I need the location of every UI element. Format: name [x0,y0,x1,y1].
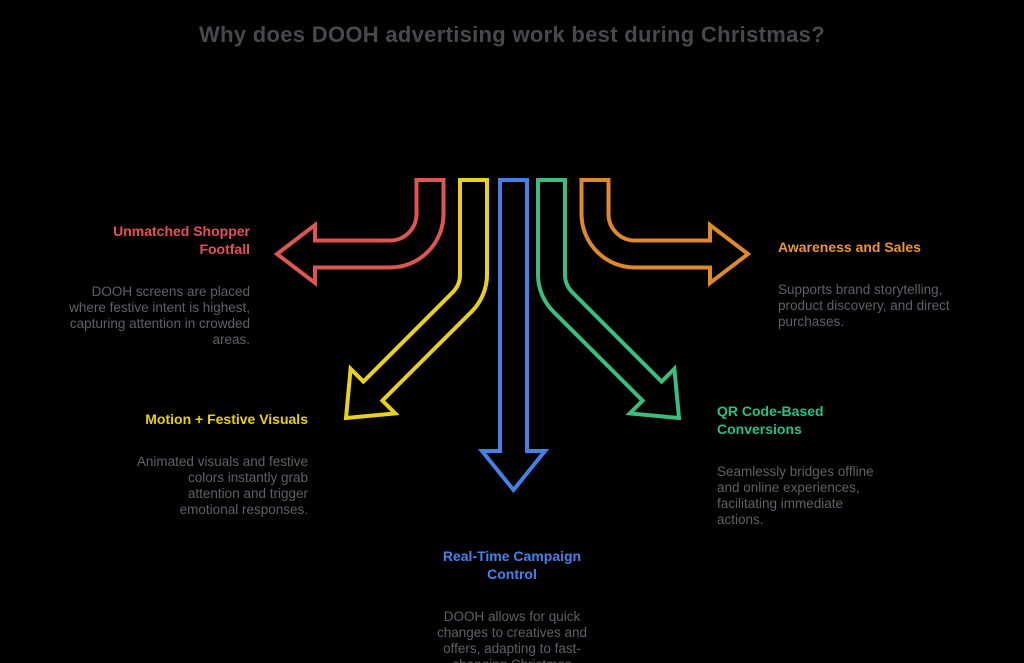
item-heading: Unmatched Shopper Footfall [113,223,250,257]
item-real-time-campaign-control: Real-Time Campaign Control DOOH allows f… [402,529,622,663]
arrow-left-icon [273,178,446,288]
arrow-right-icon [579,178,752,288]
page-title: Why does DOOH advertising work best duri… [199,22,825,47]
item-unmatched-shopper-footfall: Unmatched Shopper Footfall DOOH screens … [30,204,250,366]
item-body: Seamlessly bridges offline and online ex… [717,464,874,527]
item-heading: Awareness and Sales [778,239,921,255]
item-body: Animated visuals and festive colors inst… [136,454,308,517]
arrow-down-left-icon [343,178,489,421]
item-body: DOOH allows for quick changes to creativ… [436,609,588,663]
item-body: DOOH screens are placed where festive in… [69,284,250,347]
item-body: Supports brand storytelling, product dis… [778,282,950,329]
item-heading: QR Code-Based Conversions [717,403,824,437]
item-qr-code-based-conversions: QR Code-Based Conversions Seamlessly bri… [717,384,897,546]
item-heading: Real-Time Campaign Control [442,548,582,582]
item-heading: Motion + Festive Visuals [145,411,308,427]
arrow-down-icon [477,178,550,494]
item-motion-festive-visuals: Motion + Festive Visuals Animated visual… [88,392,308,536]
arrow-down-right-icon [536,178,682,421]
item-awareness-and-sales: Awareness and Sales Supports brand story… [778,220,988,348]
